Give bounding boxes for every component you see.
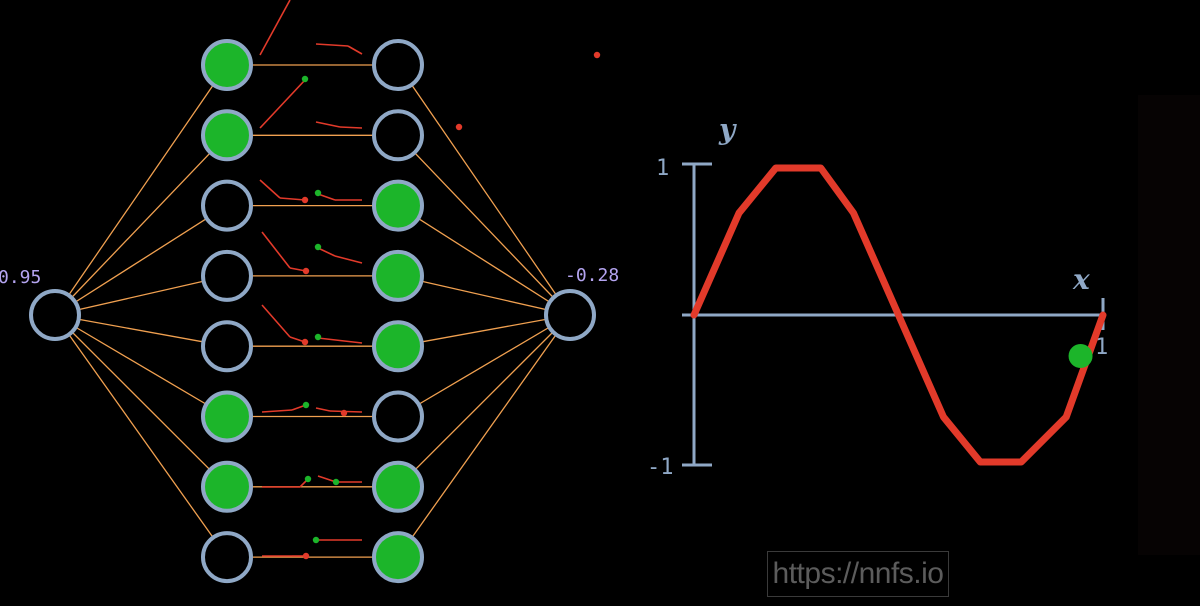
input-connection xyxy=(54,314,228,347)
data-point xyxy=(898,314,899,316)
hidden-layer-1-node xyxy=(201,249,253,302)
hidden-layer-2-node xyxy=(372,39,424,91)
output-connection xyxy=(397,64,571,316)
output-connection xyxy=(397,205,571,316)
output-connection xyxy=(397,314,571,488)
activation-line xyxy=(317,337,363,344)
activation-dot xyxy=(340,409,348,417)
activation-line xyxy=(334,255,363,264)
activation-dot xyxy=(314,243,322,251)
hidden-layer-2-node xyxy=(372,179,424,232)
data-point xyxy=(775,167,777,169)
hidden-to-hidden-connections xyxy=(227,64,398,558)
input-connection xyxy=(54,314,228,558)
data-point xyxy=(693,314,695,316)
activation-line xyxy=(315,121,341,128)
activation-dot xyxy=(312,536,320,544)
edge-shade xyxy=(1138,95,1200,555)
activation-line xyxy=(279,197,306,201)
hidden-layer-1-node xyxy=(201,390,253,443)
data-point xyxy=(853,212,855,214)
output-connection xyxy=(397,314,571,558)
data-point xyxy=(1020,461,1022,463)
stray-dot xyxy=(455,123,463,131)
hidden-layer-1-node xyxy=(201,109,253,162)
data-point xyxy=(942,416,944,418)
hidden-layer-1-node xyxy=(201,460,253,513)
hidden-layer-2-node xyxy=(372,109,424,162)
activation-dot xyxy=(314,189,322,197)
output-value-label: -0.28 xyxy=(565,265,619,286)
output-node xyxy=(544,289,596,341)
activation-line xyxy=(261,304,291,338)
input-value-label: 0.95 xyxy=(0,267,41,288)
current-prediction-marker xyxy=(1068,344,1093,368)
hidden-layer-2-node xyxy=(372,390,424,443)
activation-line xyxy=(261,231,291,269)
hidden-layer-1-node xyxy=(201,39,253,91)
output-connection xyxy=(397,314,571,347)
x-tick-label-end: 1 xyxy=(1095,335,1108,360)
input-connection xyxy=(54,314,228,418)
data-point xyxy=(738,212,740,214)
sine-curve xyxy=(690,164,1107,466)
activation-dot xyxy=(302,552,310,560)
input-node xyxy=(29,289,81,341)
activation-dot xyxy=(302,267,310,275)
hidden-layer-1-node xyxy=(201,320,253,373)
data-point xyxy=(979,461,981,463)
y-tick-label-bottom: -1 xyxy=(647,455,674,480)
y-tick-label-top: 1 xyxy=(656,156,669,181)
activation-dot xyxy=(314,333,322,341)
input-connections xyxy=(54,64,228,558)
output-connection xyxy=(397,314,571,418)
activation-dot xyxy=(301,338,309,346)
activation-dot xyxy=(332,478,340,486)
activation-dot xyxy=(304,475,312,483)
data-point xyxy=(1102,314,1104,316)
x-axis-label: x xyxy=(1072,263,1090,296)
activation-line xyxy=(339,126,363,129)
activation-line xyxy=(317,193,336,201)
input-connection xyxy=(54,275,228,316)
activation-indicators xyxy=(259,0,601,560)
input-connection xyxy=(54,205,228,316)
hidden-layer-2-node xyxy=(372,320,424,373)
activation-line xyxy=(259,0,291,56)
activation-line xyxy=(317,247,336,257)
hidden-layer-1-node xyxy=(201,179,253,232)
output-connection xyxy=(397,275,571,316)
output-connections xyxy=(397,64,571,558)
input-connection xyxy=(54,314,228,488)
hidden-layer-1-node xyxy=(201,531,253,584)
data-point xyxy=(1065,416,1067,418)
hidden-layer-2-node xyxy=(372,531,424,584)
activation-line xyxy=(315,407,331,412)
activation-line xyxy=(261,409,293,413)
sine-chart: 1 -1 1 y x xyxy=(647,113,1108,480)
hidden-layer-2-node xyxy=(372,249,424,302)
network-nodes xyxy=(29,39,596,584)
activation-dot xyxy=(301,75,309,83)
y-axis-label: y xyxy=(718,113,737,146)
stray-dot xyxy=(593,51,601,59)
activation-line xyxy=(259,79,306,129)
watermark-url: https://nnfs.io xyxy=(767,551,949,597)
input-connection xyxy=(54,64,228,316)
data-point xyxy=(820,167,822,169)
activation-line xyxy=(347,45,363,55)
activation-line xyxy=(315,43,349,47)
input-connection xyxy=(54,134,228,316)
activation-line xyxy=(259,179,281,199)
activation-dot xyxy=(301,196,309,204)
activation-dot xyxy=(302,401,310,409)
output-connection xyxy=(397,134,571,316)
hidden-layer-2-node xyxy=(372,460,424,513)
